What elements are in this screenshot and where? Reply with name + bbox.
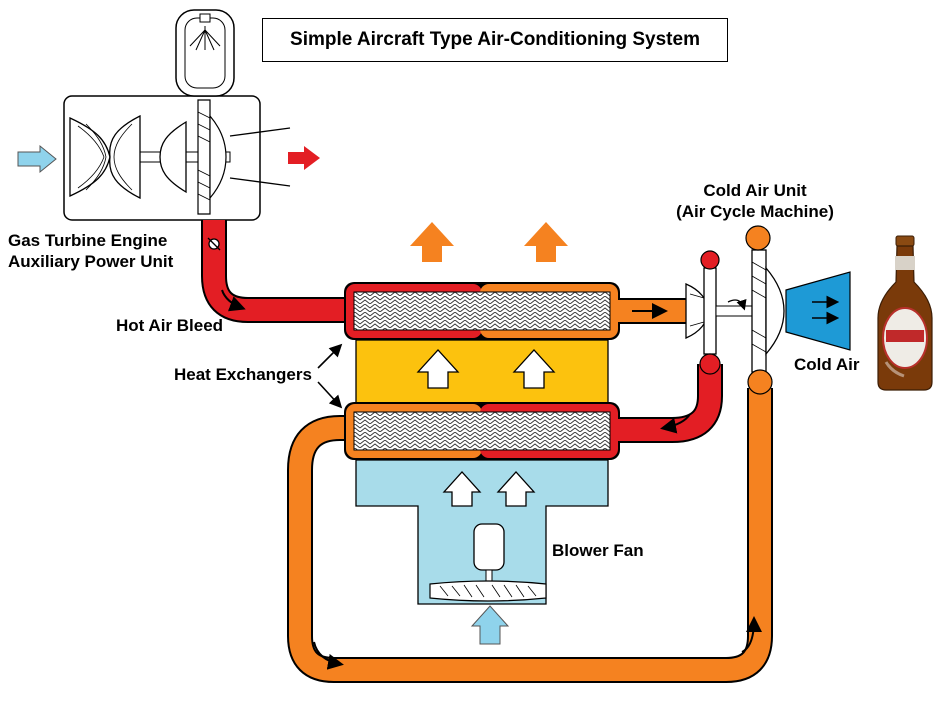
beer-bottle-icon	[877, 235, 933, 391]
heat-exchanger-leaders	[317, 343, 343, 409]
cold-return-pipe	[287, 388, 773, 683]
hot-air-bleed-pipe	[201, 220, 348, 323]
air-cycle-machine	[685, 225, 851, 395]
apu-label-line1: Gas Turbine Engine	[8, 231, 168, 250]
heat-exchanger-upper	[344, 282, 686, 340]
apu-engine	[63, 9, 291, 221]
yellow-airflow-chamber	[355, 339, 609, 405]
heat-exchanger-lower	[344, 402, 620, 460]
hot-air-bleed-label: Hot Air Bleed	[116, 316, 224, 335]
compressor-return-pipe	[618, 364, 723, 443]
cold-air-unit-label-line2: (Air Cycle Machine)	[676, 202, 834, 221]
exhaust-arrow-icon	[288, 146, 320, 170]
diagram-title: Simple Aircraft Type Air-Conditioning Sy…	[262, 18, 728, 62]
blower-fan-label: Blower Fan	[552, 541, 644, 560]
blower-duct	[355, 459, 609, 605]
cold-air-unit-label-line1: Cold Air Unit	[703, 181, 807, 200]
intake-arrow-icon	[17, 144, 57, 174]
exhaust-up-arrow-icon	[410, 222, 568, 262]
cold-air-label: Cold Air	[794, 355, 860, 374]
blower-inlet-arrow-icon	[470, 605, 510, 645]
flow-arrow-icon	[416, 349, 556, 507]
heat-exchangers-label: Heat Exchangers	[174, 365, 312, 384]
apu-label-line2: Auxiliary Power Unit	[8, 252, 174, 271]
